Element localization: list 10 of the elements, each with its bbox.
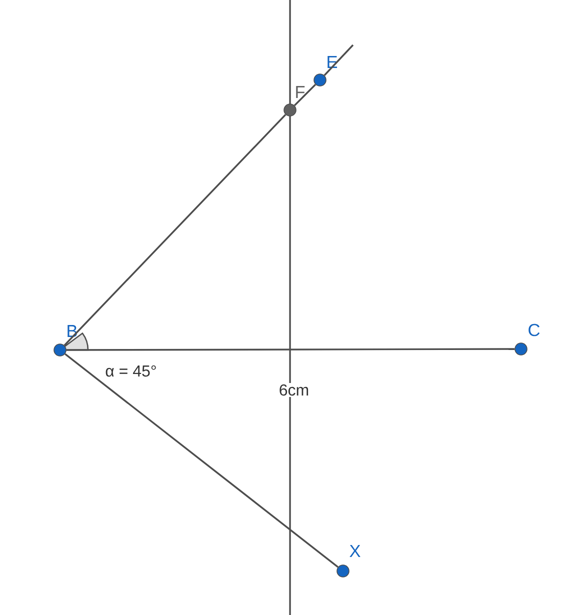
line-segment [294,84,316,106]
edge-label: 6cm [278,383,310,397]
line-segment [66,348,515,351]
angle-label: α = 45° [106,365,156,377]
line-segment [64,114,286,346]
line-segment [64,353,338,568]
point-label: F [296,86,305,98]
point-label: C [528,324,540,336]
line-segment [324,44,354,76]
point-label: X [350,545,360,557]
